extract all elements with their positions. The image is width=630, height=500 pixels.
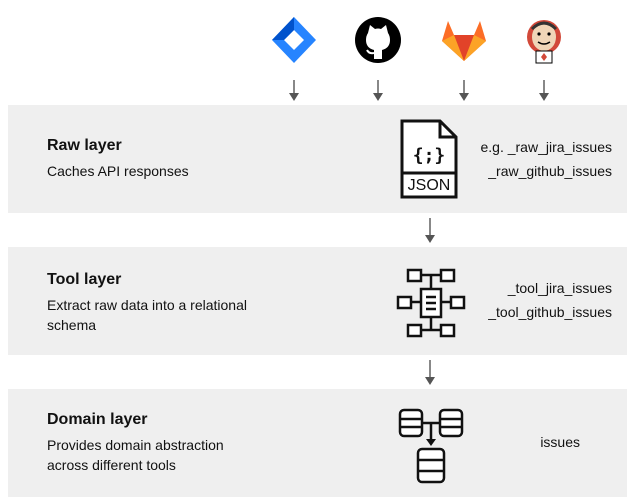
schema-icon	[396, 267, 466, 339]
github-icon	[354, 15, 402, 65]
raw-layer-examples: e.g. _raw_jira_issues _raw_github_issues	[480, 135, 612, 183]
json-file-icon: {;} JSON	[398, 119, 460, 199]
raw-layer-title: Raw layer	[47, 137, 122, 154]
domain-layer-examples: issues	[540, 430, 580, 454]
tool-layer-examples: _tool_jira_issues _tool_github_issues	[488, 276, 612, 324]
arrow-gitlab-to-raw	[458, 80, 470, 102]
json-label: JSON	[408, 177, 451, 194]
arrow-tool-to-domain	[424, 360, 436, 386]
arrow-raw-to-tool	[424, 218, 436, 244]
raw-example-2: _raw_github_issues	[488, 163, 612, 179]
domain-layer-title: Domain layer	[47, 411, 148, 428]
domain-example-1: issues	[540, 434, 580, 450]
raw-layer-description: Caches API responses	[47, 163, 189, 179]
jenkins-icon	[520, 15, 568, 65]
tool-layer-title: Tool layer	[47, 271, 122, 288]
raw-example-1: e.g. _raw_jira_issues	[480, 139, 612, 155]
arrow-jira-to-raw	[288, 80, 300, 102]
json-symbol: {;}	[413, 145, 446, 166]
database-merge-icon	[396, 407, 466, 485]
domain-layer-description: Provides domain abstraction across diffe…	[47, 437, 224, 473]
jira-icon	[270, 15, 318, 65]
gitlab-icon	[440, 15, 488, 65]
domain-layer-panel: Domain layer Provides domain abstraction…	[8, 389, 627, 497]
source-icons-row	[0, 0, 630, 110]
tool-layer-description: Extract raw data into a relational schem…	[47, 297, 247, 333]
arrow-github-to-raw	[372, 80, 384, 102]
tool-layer-panel: Tool layer Extract raw data into a relat…	[8, 247, 627, 355]
tool-example-1: _tool_jira_issues	[507, 280, 612, 296]
arrow-jenkins-to-raw	[538, 80, 550, 102]
tool-example-2: _tool_github_issues	[488, 304, 612, 320]
raw-layer-panel: Raw layer Caches API responses {;} JSON …	[8, 105, 627, 213]
